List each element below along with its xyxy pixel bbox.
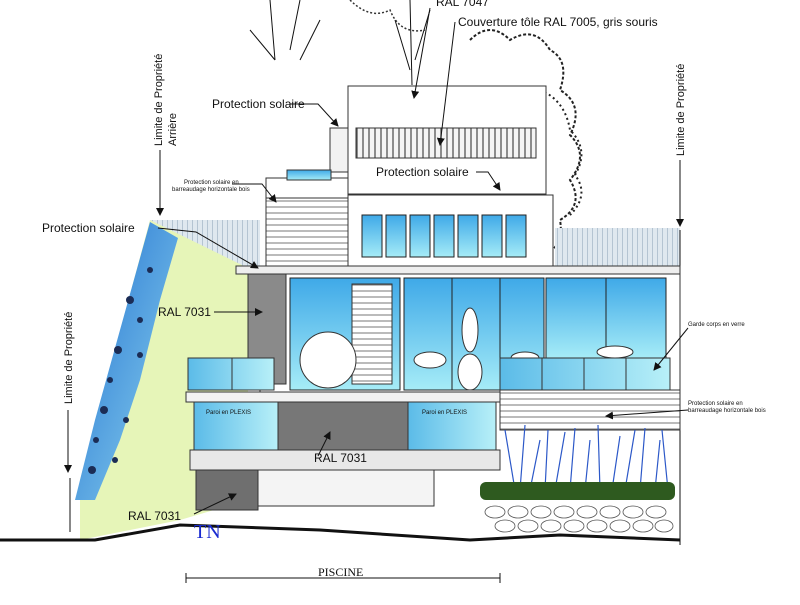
slope-shrubs: [88, 267, 153, 474]
plexi-wall-left: [193, 401, 279, 451]
gabion-stones: [484, 505, 674, 533]
label-ral7031-lower: RAL 7031: [128, 509, 181, 523]
garden-hedge: [480, 482, 675, 500]
label-protection-top: Protection solaire: [212, 97, 305, 111]
label-tn: TN: [194, 521, 221, 543]
label-limite-left: Limite de Propriété: [63, 312, 75, 404]
label-limite-arriere-2: Arrière: [167, 113, 179, 146]
grass-plants: [504, 424, 669, 491]
upper-left-louvres: [265, 197, 349, 269]
label-protection-mid: Protection solaire: [376, 165, 469, 179]
ground-line: [0, 523, 681, 542]
planted-slope: [75, 222, 178, 500]
label-protection-left: Protection solaire: [42, 221, 135, 235]
leader-lines: [64, 7, 689, 583]
furniture-sketches: [299, 307, 634, 391]
balcony-right-glass: [499, 357, 671, 391]
roof-louvres: [355, 127, 537, 159]
label-barreaudage-right-2: barreaudage horizontale bois: [688, 408, 766, 414]
fence-right: [555, 228, 680, 270]
base-panel: [257, 469, 435, 507]
label-barreaudage-top-2: barreaudage horizontale bois: [172, 187, 250, 193]
balcony-left-glass: [187, 357, 275, 391]
floor-slab: [235, 265, 681, 275]
upper-left-roof-light: [286, 169, 332, 181]
ral7031-base: [195, 469, 259, 511]
tree-illustration: [249, 0, 583, 256]
label-piscine: PISCINE: [318, 565, 363, 579]
right-louvres: [499, 389, 681, 431]
label-barreaudage-right-1: Protection solaire en: [688, 401, 743, 407]
label-barreaudage-top-1: Protection solaire en: [184, 180, 239, 186]
label-couverture: Couverture tôle RAL 7005, gris souris: [458, 15, 658, 29]
label-garde-corps: Garde corps en verre: [688, 322, 745, 328]
label-ral7031-center: RAL 7031: [314, 451, 367, 465]
terrace-slab: [185, 391, 501, 403]
plexi-wall-right: [407, 401, 497, 451]
label-paroi-right: Paroi en PLEXIS: [422, 410, 467, 416]
label-paroi-left: Paroi en PLEXIS: [206, 410, 251, 416]
label-limite-right: Limite de Propriété: [675, 64, 687, 156]
label-ral7047: RAL 7047: [436, 0, 489, 9]
label-ral7031-upper: RAL 7031: [158, 305, 211, 319]
label-limite-arriere-1: Limite de Propriété: [153, 54, 165, 146]
central-louvres: [351, 283, 393, 385]
upper-setback: [329, 127, 349, 173]
first-floor-windows: [361, 214, 527, 258]
